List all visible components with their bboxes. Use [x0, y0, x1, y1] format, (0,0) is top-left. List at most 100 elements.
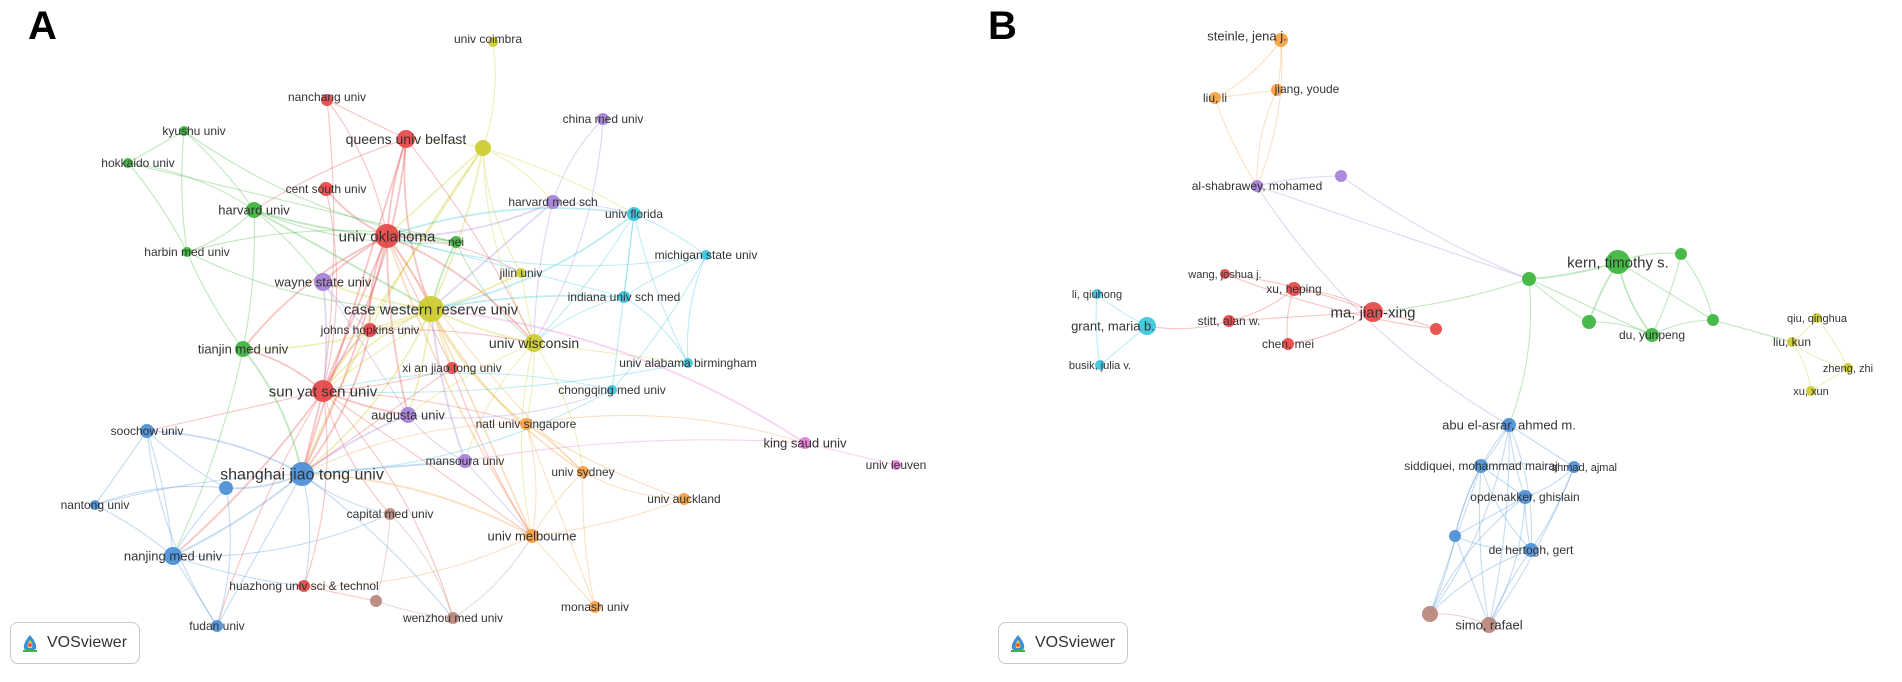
node-nanchang[interactable]: nanchang univ: [288, 90, 366, 106]
node-china-med[interactable]: china med univ: [563, 112, 644, 126]
node-michigan[interactable]: michigan state univ: [655, 248, 758, 262]
node-blue-b[interactable]: [1449, 530, 1461, 542]
node-wang[interactable]: wang, joshua j.: [1187, 269, 1261, 281]
node-melbourne[interactable]: univ melbourne: [488, 529, 577, 544]
node-circle[interactable]: [1524, 543, 1538, 557]
node-stitt[interactable]: stitt, alan w.: [1198, 314, 1261, 328]
node-circle[interactable]: [1449, 530, 1461, 542]
node-circle[interactable]: [1274, 33, 1288, 47]
node-circle[interactable]: [450, 236, 462, 248]
node-augusta[interactable]: augusta univ: [371, 407, 445, 423]
node-kern[interactable]: kern, timothy s.: [1567, 250, 1669, 274]
node-indiana[interactable]: indiana univ sch med: [568, 290, 681, 304]
node-tianjin[interactable]: tianjin med univ: [198, 341, 289, 357]
node-circle[interactable]: [1422, 606, 1438, 622]
node-brown-b[interactable]: [1422, 606, 1438, 622]
node-circle[interactable]: [1474, 459, 1488, 473]
node-circle[interactable]: [1606, 250, 1630, 274]
node-circle[interactable]: [1568, 461, 1580, 473]
node-circle[interactable]: [1675, 248, 1687, 260]
node-alshab[interactable]: al-shabrawey, mohamed: [1192, 179, 1323, 193]
node-circle[interactable]: [246, 202, 262, 218]
node-liu-kun[interactable]: liu, kun: [1773, 335, 1811, 349]
node-circle[interactable]: [298, 580, 310, 592]
node-circle[interactable]: [1843, 363, 1853, 373]
node-nei[interactable]: nei: [448, 235, 464, 249]
node-yellow-hub[interactable]: [475, 140, 491, 156]
node-circle[interactable]: [319, 182, 333, 196]
node-harbin[interactable]: harbin med univ: [144, 245, 229, 259]
node-huazhong[interactable]: huazhong univ sci & technol: [229, 579, 378, 593]
node-cent-south[interactable]: cent south univ: [286, 182, 367, 196]
node-siddiquei[interactable]: siddiquei, mohammad mairaj: [1404, 459, 1558, 473]
node-steinle[interactable]: steinle, jena j.: [1207, 29, 1288, 47]
node-kyushu[interactable]: kyushu univ: [162, 124, 225, 138]
node-circle[interactable]: [1335, 170, 1347, 182]
node-circle[interactable]: [1522, 272, 1536, 286]
node-dehertogh[interactable]: de hertogh, gert: [1489, 543, 1574, 557]
node-wisconsin[interactable]: univ wisconsin: [489, 334, 579, 352]
node-xu-h[interactable]: xu, heping: [1266, 282, 1322, 296]
node-ahmad[interactable]: ahmad, ajmal: [1551, 461, 1617, 474]
node-circle[interactable]: [140, 424, 154, 438]
node-harvard-med[interactable]: harvard med sch: [508, 195, 598, 209]
node-mansoura[interactable]: mansoura univ: [426, 454, 505, 468]
node-circle[interactable]: [1707, 314, 1719, 326]
node-circle[interactable]: [1092, 289, 1102, 299]
node-du[interactable]: du, yunpeng: [1619, 328, 1685, 342]
node-circle[interactable]: [891, 460, 901, 470]
node-circle[interactable]: [219, 481, 233, 495]
node-fudan[interactable]: fudan univ: [189, 619, 244, 633]
node-circle[interactable]: [627, 207, 641, 221]
node-liu-li[interactable]: liu, li: [1203, 91, 1227, 105]
node-shanghai[interactable]: shanghai jiao tong univ: [220, 462, 384, 486]
node-nantong[interactable]: nantong univ: [61, 498, 130, 512]
node-coimbra[interactable]: univ coimbra: [454, 32, 522, 47]
node-circle[interactable]: [525, 334, 543, 352]
node-ma[interactable]: ma, jian-xing: [1330, 302, 1416, 322]
node-grant[interactable]: grant, maria b.: [1071, 317, 1156, 335]
node-circle[interactable]: [458, 454, 472, 468]
node-zheng[interactable]: zheng, zhi: [1823, 363, 1873, 375]
node-jilin[interactable]: jilin univ: [499, 266, 543, 280]
node-circle[interactable]: [1518, 490, 1532, 504]
node-circle[interactable]: [164, 547, 182, 565]
node-circle[interactable]: [1138, 317, 1156, 335]
node-simo[interactable]: simo, rafael: [1455, 617, 1523, 633]
node-harvard[interactable]: harvard univ: [218, 202, 290, 218]
node-circle[interactable]: [1287, 282, 1301, 296]
node-circle[interactable]: [1812, 313, 1822, 323]
node-auckland[interactable]: univ auckland: [647, 492, 720, 506]
node-florida[interactable]: univ florida: [605, 207, 663, 221]
node-circle[interactable]: [799, 437, 811, 449]
node-nanjing[interactable]: nanjing med univ: [124, 547, 223, 565]
node-circle[interactable]: [312, 380, 334, 402]
node-circle[interactable]: [418, 296, 444, 322]
node-circle[interactable]: [90, 500, 100, 510]
node-circle[interactable]: [211, 620, 223, 632]
node-circle[interactable]: [488, 37, 498, 47]
node-circle[interactable]: [1209, 92, 1221, 104]
node-circle[interactable]: [1095, 360, 1105, 370]
node-sydney[interactable]: univ sydney: [551, 465, 614, 479]
node-queens[interactable]: queens univ belfast: [346, 130, 467, 148]
node-circle[interactable]: [475, 140, 491, 156]
node-circle[interactable]: [397, 130, 415, 148]
node-circle[interactable]: [447, 612, 459, 624]
node-circle[interactable]: [446, 362, 458, 374]
node-wenzhou[interactable]: wenzhou med univ: [402, 611, 503, 625]
node-xu-xun[interactable]: xu, xun: [1793, 386, 1828, 398]
node-circle[interactable]: [701, 250, 711, 260]
node-circle[interactable]: [607, 385, 617, 395]
node-xian[interactable]: xi an jiao tong univ: [402, 361, 501, 375]
node-purple-b[interactable]: [1335, 170, 1347, 182]
node-capital[interactable]: capital med univ: [347, 507, 434, 521]
node-circle[interactable]: [1430, 323, 1442, 335]
node-circle[interactable]: [597, 113, 609, 125]
node-green-d[interactable]: [1582, 315, 1596, 329]
node-circle[interactable]: [1251, 180, 1263, 192]
node-wayne[interactable]: wayne state univ: [274, 273, 372, 291]
node-li-q[interactable]: li, qiuhong: [1072, 289, 1122, 301]
node-singapore[interactable]: natl univ singapore: [476, 417, 577, 431]
node-circle[interactable]: [290, 462, 314, 486]
